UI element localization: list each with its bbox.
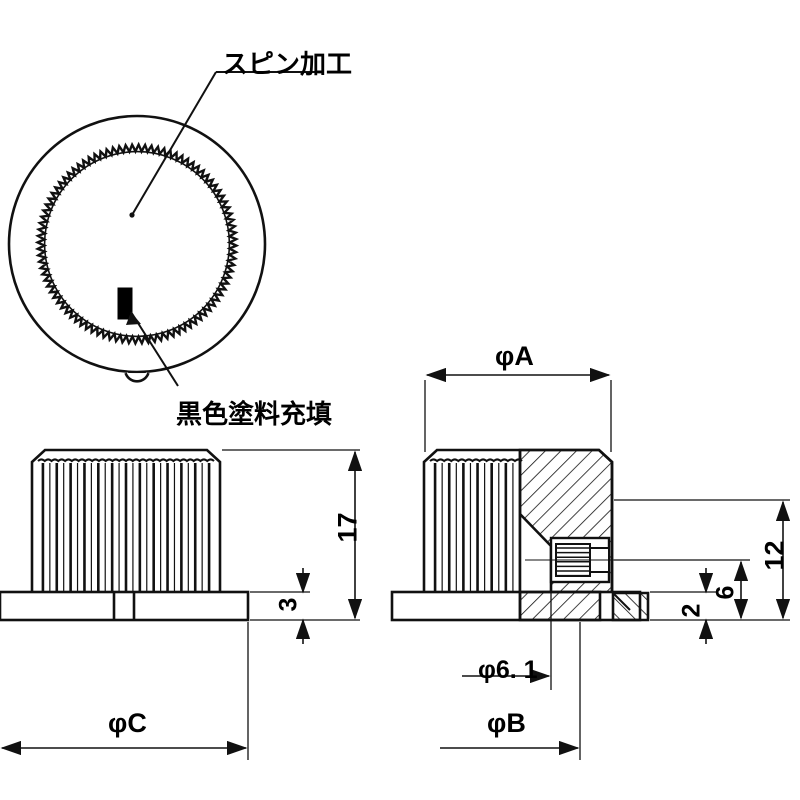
dimension-label-17: 17	[332, 512, 363, 543]
knurled-ring-path	[34, 141, 240, 347]
dimension-label-phi-6-1: φ6. 1	[478, 656, 538, 684]
dimension-label-2: 2	[677, 603, 706, 618]
front-view-top-scallop	[37, 458, 215, 463]
annotation-black-paint: 黒色塗料充填	[176, 400, 333, 430]
section-view-flange	[390, 590, 642, 622]
section-view-flange-end-chamfer	[612, 592, 631, 611]
leader-spin-finish-dot	[129, 212, 135, 218]
dimension-label-phi-b: φB	[487, 708, 526, 738]
half-section-view	[390, 448, 650, 622]
section-view-flange-end-block	[611, 591, 650, 622]
top-view-notch	[124, 372, 150, 383]
top-view	[7, 114, 267, 384]
dimension-label-phi-c: φC	[108, 708, 147, 738]
leader-black-paint-line	[130, 311, 179, 387]
top-view-outer-circle	[7, 114, 267, 374]
knurled-ring-inner-circle	[43, 150, 231, 338]
section-view-knurl-ribs	[433, 463, 514, 592]
dimension-label-6: 6	[711, 585, 740, 600]
dimension-label-12: 12	[759, 540, 790, 571]
front-view-flange	[0, 590, 250, 622]
front-view-knurl-ribs	[41, 463, 211, 592]
dimension-lines	[0, 367, 791, 760]
leader-spin-finish-line	[131, 71, 217, 216]
section-view-top-scallop	[429, 458, 523, 463]
setscrew-threads	[557, 547, 589, 577]
annotation-spin-finish: スピン加工	[222, 50, 353, 80]
section-view-flange-hatch	[518, 590, 602, 622]
front-view-top-scallops	[37, 458, 215, 463]
top-view-knurled-ring	[34, 141, 240, 347]
front-elevation-view	[0, 448, 250, 622]
leader-black-paint-arrow	[126, 312, 141, 325]
dimension-label-phi-a: φA	[495, 341, 534, 371]
leader-lines	[126, 71, 324, 387]
section-view-top-scallops	[429, 458, 523, 463]
dimension-label-3: 3	[274, 597, 303, 612]
black-paint-mark	[117, 287, 133, 320]
